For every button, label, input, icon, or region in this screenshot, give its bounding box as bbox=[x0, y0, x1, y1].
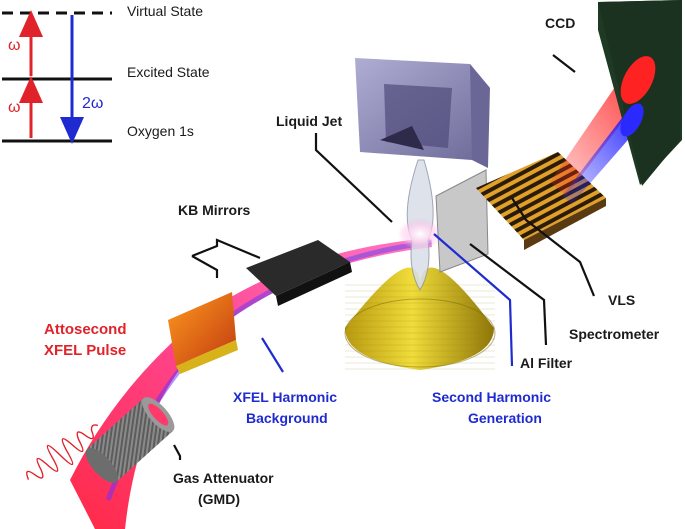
two-omega-label: 2ω bbox=[82, 95, 103, 112]
kb-mirror bbox=[246, 240, 352, 306]
vls-label-line2: Spectrometer bbox=[569, 326, 660, 342]
omega-label-upper: ω bbox=[8, 37, 21, 54]
focusing-mirror bbox=[168, 292, 238, 374]
gas-attenuator-label-line2: (GMD) bbox=[198, 491, 240, 507]
liquid-jet-label: Liquid Jet bbox=[276, 113, 342, 129]
gas-attenuator-label-line1: Gas Attenuator bbox=[173, 470, 274, 486]
al-filter bbox=[435, 169, 489, 273]
al-filter-label: Al Filter bbox=[520, 355, 573, 371]
omega-label-lower: ω bbox=[8, 99, 21, 116]
liquid-jet-stream bbox=[398, 159, 442, 291]
ccd-label: CCD bbox=[545, 15, 575, 31]
vls-label-line1: VLS bbox=[608, 292, 635, 308]
gas-attenuator bbox=[85, 397, 175, 483]
kb-mirrors-label: KB Mirrors bbox=[178, 202, 251, 218]
attosecond-pulse-label-line2: XFEL Pulse bbox=[44, 342, 126, 359]
attosecond-pulse-label-line1: Attosecond bbox=[44, 321, 127, 338]
liquid-catcher bbox=[355, 58, 490, 168]
excited-state-label: Excited State bbox=[127, 64, 210, 80]
xfel-harmonic-background-label-line1: XFEL Harmonic bbox=[233, 389, 337, 405]
second-harmonic-generation-label-line2: Generation bbox=[468, 410, 542, 426]
blue-leader-lines bbox=[261, 233, 514, 373]
attosecond-pulse-waveform bbox=[26, 424, 99, 480]
ground-state-label: Oxygen 1s bbox=[127, 123, 194, 139]
energy-level-diagram: Virtual State Excited State Oxygen 1s ω … bbox=[2, 3, 210, 144]
virtual-state-label: Virtual State bbox=[127, 3, 203, 19]
second-harmonic-generation-label-line1: Second Harmonic bbox=[432, 389, 551, 405]
liquid-jet-nozzle bbox=[344, 267, 496, 370]
ccd-detector bbox=[598, 0, 682, 186]
label-leader-lines bbox=[173, 54, 596, 460]
xfel-harmonic-background-label-line2: Background bbox=[246, 410, 328, 426]
